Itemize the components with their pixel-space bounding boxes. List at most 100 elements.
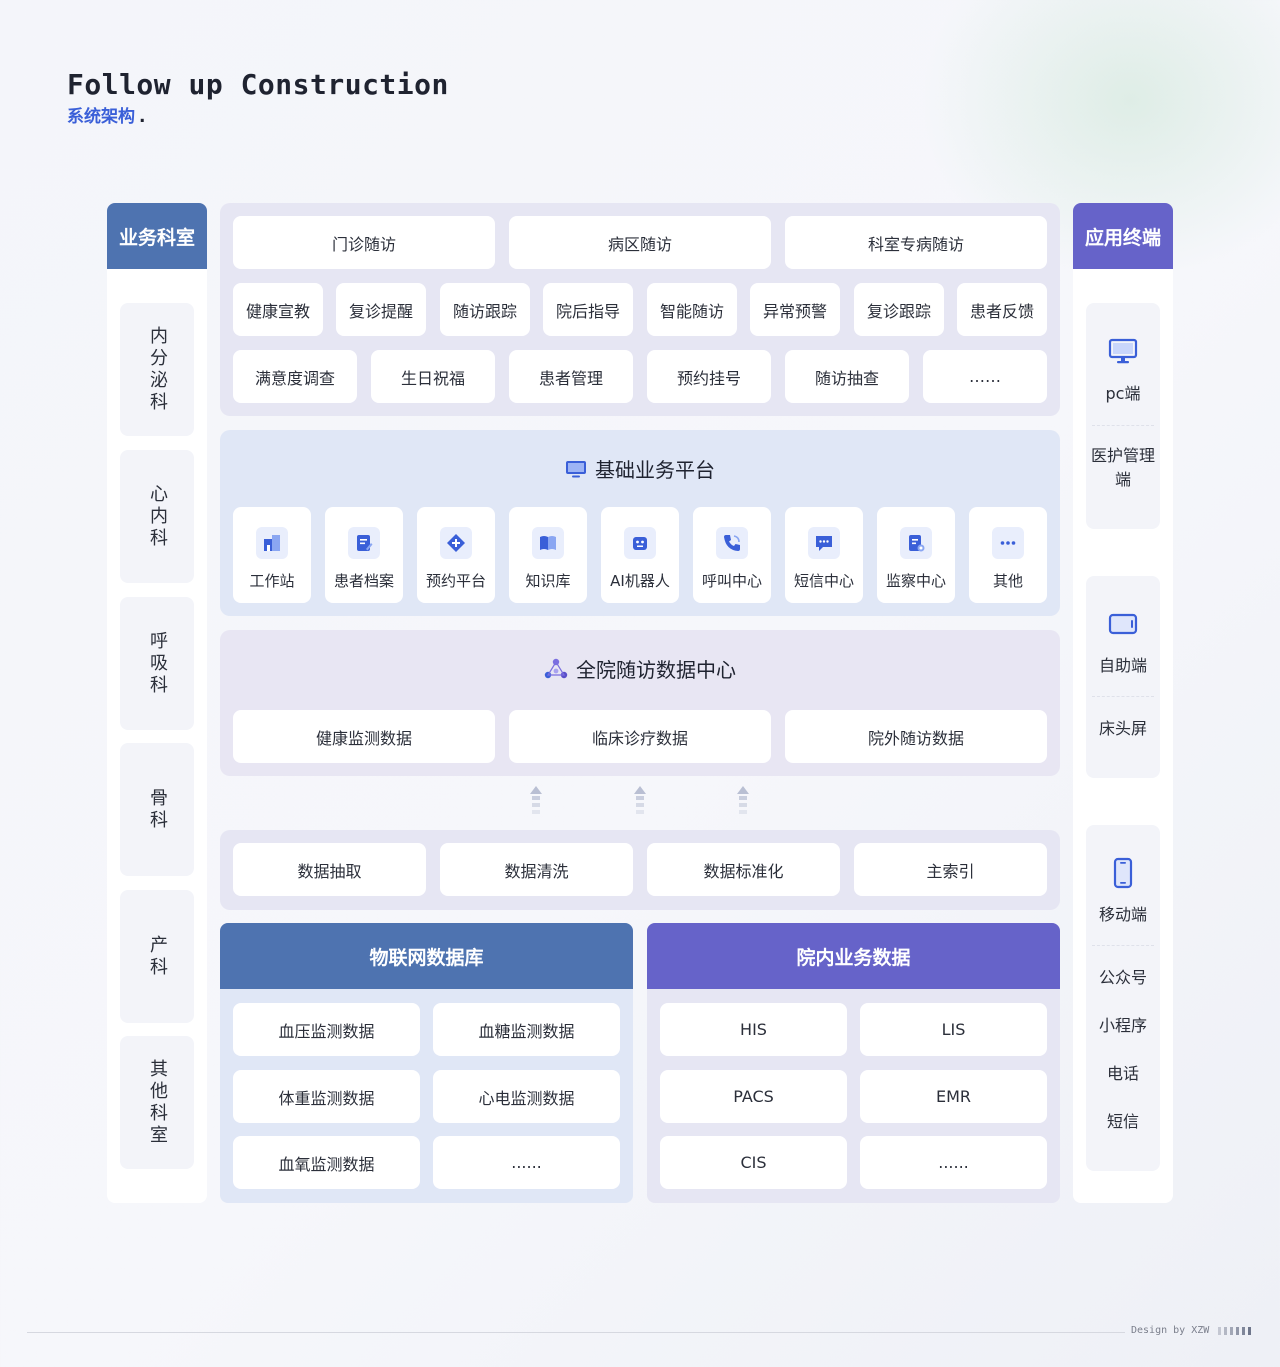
department-item[interactable]: 心内科 (120, 450, 194, 583)
terminal-column-title: 应用终端 (1073, 203, 1173, 269)
function-cell[interactable]: 院后指导 (543, 283, 633, 336)
function-cell[interactable]: 智能随访 (647, 283, 737, 336)
data-center-cell[interactable]: 临床诊疗数据 (509, 710, 771, 763)
department-item[interactable]: 骨科 (120, 743, 194, 876)
processing-cell[interactable]: 数据标准化 (647, 843, 840, 896)
hospital-system-cell[interactable]: EMR (860, 1070, 1047, 1123)
department-item[interactable]: 呼吸科 (120, 597, 194, 730)
department-item[interactable]: 内分泌科 (120, 303, 194, 436)
hospital-system-cell[interactable]: LIS (860, 1003, 1047, 1056)
up-arrow-icon (530, 786, 542, 814)
module-tile[interactable]: 知识库 (509, 507, 587, 603)
data-network-icon (544, 658, 568, 678)
page-subtitle-text: 系统架构 (67, 107, 135, 127)
module-label: 工作站 (249, 572, 295, 590)
terminal-item-medical-admin[interactable]: 医护管理端 (1090, 446, 1155, 489)
terminal-group-mobile: 移动端 公众号 小程序 电话 短信 (1086, 825, 1160, 1171)
terminal-item-self-service[interactable]: 自助端 (1098, 656, 1147, 675)
processing-cell[interactable]: 主索引 (854, 843, 1047, 896)
subtitle-dot: . (139, 107, 146, 127)
followup-type-cell[interactable]: 门诊随访 (233, 216, 495, 269)
data-center-cell[interactable]: 院外随访数据 (785, 710, 1047, 763)
terminal-item-official-account[interactable]: 公众号 (1098, 968, 1147, 987)
divider (1092, 945, 1154, 946)
function-cell[interactable]: 复诊跟踪 (854, 283, 944, 336)
terminal-item-mobile[interactable]: 移动端 (1098, 905, 1147, 924)
footer-credit: Design by XZW (1131, 1325, 1210, 1336)
hospital-system-cell[interactable]: PACS (660, 1070, 847, 1123)
terminal-item-pc[interactable]: pc端 (1105, 384, 1141, 403)
function-cell[interactable]: 患者反馈 (957, 283, 1047, 336)
department-label: 心内科 (147, 483, 168, 550)
module-tile[interactable]: 其他 (969, 507, 1047, 603)
module-tile[interactable]: 短信中心 (785, 507, 863, 603)
iot-database-title: 物联网数据库 (220, 923, 633, 989)
department-label: 产科 (147, 934, 168, 979)
module-label: 短信中心 (793, 572, 854, 590)
workstation-icon (256, 527, 288, 559)
iot-data-cell[interactable]: 心电监测数据 (433, 1070, 620, 1123)
iot-data-cell[interactable]: 血压监测数据 (233, 1003, 420, 1056)
function-cell-more[interactable]: …… (923, 350, 1047, 403)
terminal-item-phone[interactable]: 电话 (1106, 1064, 1139, 1083)
module-tile[interactable]: 监察中心 (877, 507, 955, 603)
department-item[interactable]: 产科 (120, 890, 194, 1023)
followup-type-cell[interactable]: 科室专病随访 (785, 216, 1047, 269)
hospital-system-cell[interactable]: HIS (660, 1003, 847, 1056)
iot-database-box: 物联网数据库 血压监测数据 血糖监测数据 体重监测数据 心电监测数据 血氧监测数… (220, 923, 633, 1203)
terminal-item-mini-program[interactable]: 小程序 (1098, 1016, 1147, 1035)
data-center-title: 全院随访数据中心 (220, 654, 1060, 683)
module-tile[interactable]: 呼叫中心 (693, 507, 771, 603)
iot-data-cell[interactable]: 血糖监测数据 (433, 1003, 620, 1056)
data-center-cell[interactable]: 健康监测数据 (233, 710, 495, 763)
function-cell[interactable]: 健康宣教 (233, 283, 323, 336)
module-label: AI机器人 (610, 572, 670, 590)
hospital-system-cell-more[interactable]: ...... (860, 1136, 1047, 1189)
page-subtitle: 系统架构. (67, 102, 145, 127)
page-title: Follow up Construction (67, 68, 449, 101)
function-cell[interactable]: 异常预警 (750, 283, 840, 336)
base-platform-panel: 基础业务平台 工作站 患者档案 预约平台 知识库 AI机器人 呼叫中心 (220, 430, 1060, 616)
module-label: 患者档案 (333, 572, 394, 590)
processing-cell[interactable]: 数据清洗 (440, 843, 633, 896)
data-processing-panel: 数据抽取 数据清洗 数据标准化 主索引 (220, 830, 1060, 910)
phone-call-icon (716, 527, 748, 559)
processing-cell[interactable]: 数据抽取 (233, 843, 426, 896)
terminal-item-sms[interactable]: 短信 (1106, 1112, 1139, 1131)
function-cell[interactable]: 随访跟踪 (440, 283, 530, 336)
mobile-phone-icon (1113, 857, 1133, 889)
appointment-icon (440, 527, 472, 559)
department-item[interactable]: 其他科室 (120, 1036, 194, 1169)
function-cell[interactable]: 生日祝福 (371, 350, 495, 403)
followup-functions-panel: 门诊随访 病区随访 科室专病随访 健康宣教 复诊提醒 随访跟踪 院后指导 智能随… (220, 203, 1060, 416)
footer-divider (27, 1332, 1125, 1333)
module-label: 其他 (992, 572, 1023, 590)
footer-bars-icon (1218, 1327, 1251, 1335)
divider (1092, 425, 1154, 426)
function-cell[interactable]: 随访抽查 (785, 350, 909, 403)
more-dots-icon (992, 527, 1024, 559)
iot-data-cell[interactable]: 体重监测数据 (233, 1070, 420, 1123)
terminal-group-self-service: 自助端 床头屏 (1086, 576, 1160, 778)
module-tile[interactable]: 工作站 (233, 507, 311, 603)
iot-data-cell-more[interactable]: ...... (433, 1136, 620, 1189)
function-cell[interactable]: 复诊提醒 (336, 283, 426, 336)
function-cell[interactable]: 满意度调查 (233, 350, 357, 403)
module-tile[interactable]: 患者档案 (325, 507, 403, 603)
followup-type-cell[interactable]: 病区随访 (509, 216, 771, 269)
function-cell[interactable]: 患者管理 (509, 350, 633, 403)
terminal-item-bedside[interactable]: 床头屏 (1098, 719, 1147, 738)
inspection-icon (900, 527, 932, 559)
module-tile[interactable]: 预约平台 (417, 507, 495, 603)
tablet-icon (1108, 613, 1138, 635)
function-cell[interactable]: 预约挂号 (647, 350, 771, 403)
module-tile[interactable]: AI机器人 (601, 507, 679, 603)
message-icon (808, 527, 840, 559)
platform-title: 基础业务平台 (220, 454, 1060, 483)
hospital-system-cell[interactable]: CIS (660, 1136, 847, 1189)
iot-data-cell[interactable]: 血氧监测数据 (233, 1136, 420, 1189)
book-icon (532, 527, 564, 559)
department-column-title: 业务科室 (107, 203, 207, 269)
patient-file-icon (348, 527, 380, 559)
module-label: 预约平台 (425, 572, 486, 590)
